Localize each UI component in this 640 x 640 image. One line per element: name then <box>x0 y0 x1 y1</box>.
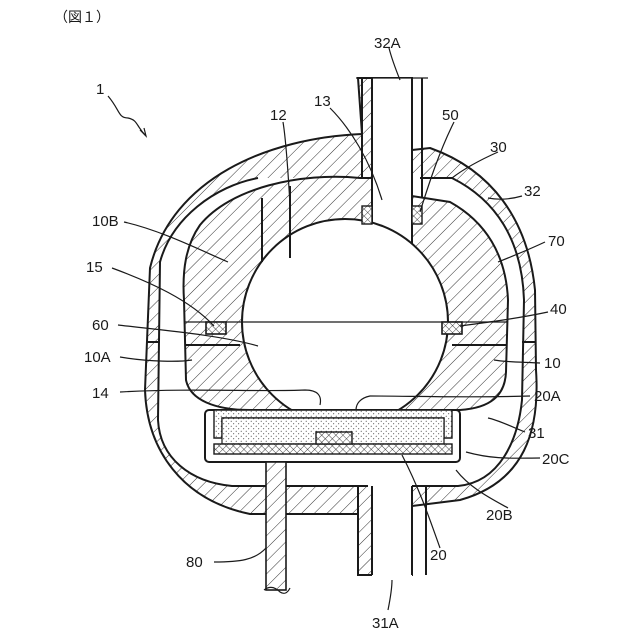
label-50: 50 <box>442 107 459 124</box>
label-40: 40 <box>550 301 567 318</box>
label-10: 10 <box>544 355 561 372</box>
label-32: 32 <box>524 183 541 200</box>
figure-caption: （図１） <box>54 10 110 26</box>
seal-40 <box>442 322 462 334</box>
label-15: 15 <box>86 259 103 276</box>
label-32A: 32A <box>374 35 401 52</box>
label-20A: 20A <box>534 388 561 405</box>
label-20B: 20B <box>486 507 513 524</box>
label-20: 20 <box>430 547 447 564</box>
label-30: 30 <box>490 139 507 156</box>
label-14: 14 <box>92 385 109 402</box>
inner-case <box>184 177 508 425</box>
label-60: 60 <box>92 317 109 334</box>
rod-80 <box>264 462 290 593</box>
label-31A: 31A <box>372 615 399 632</box>
label-1: 1 <box>96 81 104 98</box>
label-12: 12 <box>270 107 287 124</box>
label-80: 80 <box>186 554 203 571</box>
label-70: 70 <box>548 233 565 250</box>
seal-15 <box>206 322 226 334</box>
label-10A: 10A <box>84 349 111 366</box>
label-10B: 10B <box>92 213 119 230</box>
label-13: 13 <box>314 93 331 110</box>
label-20C: 20C <box>542 451 570 468</box>
label-31: 31 <box>528 425 545 442</box>
module-20 <box>205 410 460 462</box>
seal-50-left <box>362 206 372 224</box>
